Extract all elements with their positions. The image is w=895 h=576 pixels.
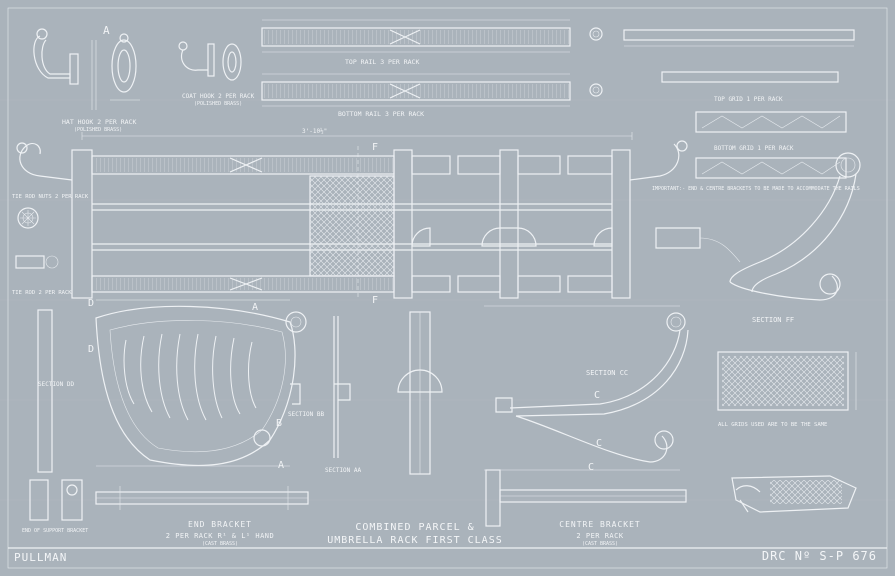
important-note: IMPORTANT:- END & CENTRE BRACKETS TO BE …: [652, 186, 860, 192]
section-a-marker-bottom: A: [278, 460, 284, 471]
main-title-block: COMBINED PARCEL & UMBRELLA RACK FIRST CL…: [300, 522, 530, 546]
coat-hook-material: (POLISHED BRASS): [194, 101, 242, 107]
section-a-marker-top: A: [252, 302, 258, 313]
detail-a-label: A: [103, 24, 110, 37]
grid-note: ALL GRIDS USED ARE TO BE THE SAME: [718, 422, 827, 428]
end-bracket-subtitle: 2 PER RACK R¹ & L¹ HAND: [165, 532, 275, 540]
centre-bracket-drawing: [397, 311, 687, 527]
section-c-marker-1: C: [594, 390, 600, 401]
drawing-number: DRC Nº S-P 676: [761, 549, 877, 563]
grid-panel-detail: [717, 351, 857, 411]
end-bracket-title-block: END BRACKET 2 PER RACK R¹ & L¹ HAND (CAS…: [140, 520, 300, 547]
section-ff-drawing: [655, 152, 861, 301]
main-title-line1: COMBINED PARCEL &: [355, 522, 475, 533]
section-dd-caption: SECTION DD: [38, 381, 75, 388]
section-ff-caption: SECTION FF: [752, 316, 794, 324]
company-name: PULLMAN: [14, 551, 68, 564]
coat-hook-caption: COAT HOOK 2 PER RACK: [182, 93, 255, 100]
end-support-detail: [29, 479, 83, 521]
grid-panels-top-right: [623, 29, 855, 179]
section-f-marker-bottom: F: [372, 295, 378, 306]
end-support-caption: END OF SUPPORT BRACKET: [22, 528, 88, 534]
section-b-marker: B: [276, 418, 282, 429]
sheet-border: [7, 7, 888, 569]
centre-bracket-title-block: CENTRE BRACKET 2 PER RACK (CAST BRASS): [530, 520, 670, 547]
main-rack-elevation: [16, 132, 688, 300]
tie-rod-nut-detail: [15, 207, 59, 269]
section-bb-caption: SECTION BB: [288, 411, 325, 418]
bottom-rail-caption: BOTTOM RAIL 3 PER RACK: [338, 110, 424, 118]
hat-hook-caption: HAT HOOK 2 PER RACK: [62, 118, 136, 126]
bottom-rail-drawing: [261, 73, 571, 107]
bottom-grid-caption: BOTTOM GRID 1 PER RACK: [714, 145, 794, 152]
main-title-line2: UMBRELLA RACK FIRST CLASS: [327, 535, 503, 546]
end-bracket-title: END BRACKET: [188, 520, 252, 529]
rack-isometric-sketch: [731, 475, 857, 513]
section-d-marker-mid: D: [88, 344, 94, 355]
centre-bracket-material: (CAST BRASS): [581, 541, 619, 547]
overall-dimension: 3'-10½": [302, 128, 327, 135]
section-aa-drawing: [333, 316, 351, 458]
section-f-marker-top: F: [372, 142, 378, 153]
top-grid-caption: TOP GRID 1 PER RACK: [714, 96, 783, 103]
section-aa-caption: SECTION AA: [325, 467, 362, 474]
tie-rod-nuts-caption: TIE ROD NUTS 2 PER RACK: [12, 194, 89, 200]
coat-hook-detail: [178, 41, 242, 81]
centre-bracket-title: CENTRE BRACKET: [559, 520, 641, 529]
rail-fittings: [589, 27, 603, 97]
hat-hook-detail: [33, 28, 140, 110]
tie-rod-caption: TIE ROD 2 PER RACK: [12, 290, 72, 296]
section-cc-caption: SECTION CC: [586, 369, 628, 377]
bracket-plan-view: [95, 486, 309, 510]
section-c-marker-3: C: [588, 462, 594, 473]
end-bracket-material: (CAST BRASS): [201, 541, 239, 547]
hat-hook-material: (POLISHED BRASS): [74, 127, 122, 133]
end-bracket-drawing: [37, 299, 307, 473]
section-cc-drawing: [484, 305, 689, 471]
top-rail-caption: TOP RAIL 3 PER RACK: [345, 58, 419, 66]
section-d-marker-top: D: [88, 298, 94, 309]
centre-bracket-subtitle: 2 PER RACK: [576, 532, 624, 540]
top-rail-drawing: [261, 19, 571, 53]
section-c-marker-2: C: [596, 438, 602, 449]
